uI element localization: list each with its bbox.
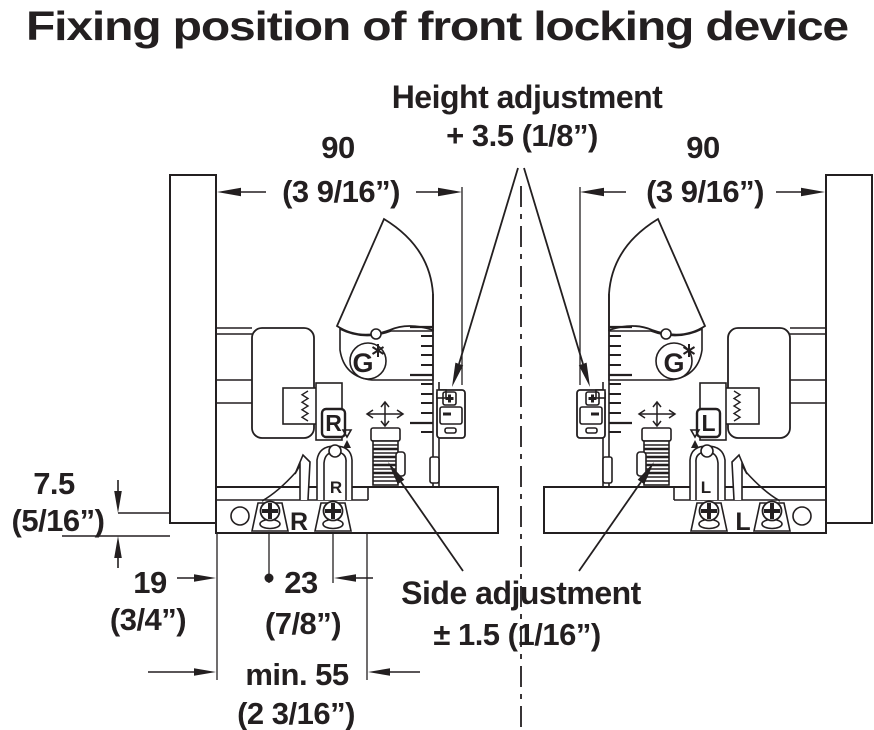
dimension-min-55 <box>148 668 420 676</box>
brand-logo-letter: G <box>663 348 684 378</box>
right-slide-code: L <box>701 410 715 436</box>
dimension-23 <box>264 573 373 583</box>
right-bracket-code: L <box>701 478 711 497</box>
brand-logo-left: G <box>352 344 385 378</box>
dim-23-inch: (7/8”) <box>265 606 341 641</box>
dim-90-right-inch: (3 9/16”) <box>646 174 764 209</box>
cabinet-panel <box>169 174 217 524</box>
dim-7-5-inch: (5/16”) <box>12 503 105 538</box>
brand-logo-letter: G <box>352 348 373 378</box>
right-base-code: L <box>735 508 750 536</box>
brand-logo-right: G <box>663 344 696 378</box>
left-slide-code: R <box>325 410 342 436</box>
height-adjustment-value: + 3.5 (1/8”) <box>446 118 598 153</box>
slide-code-badge <box>320 407 347 439</box>
page-title: Fixing position of front locking device <box>26 3 848 49</box>
left-bracket-code: R <box>330 478 342 497</box>
dim-55-mm: min. 55 <box>245 657 349 692</box>
runner-assembly-left <box>169 167 519 572</box>
dim-19-mm: 19 <box>133 565 167 600</box>
dimension-19 <box>177 574 216 582</box>
asterisk-icon <box>682 344 696 357</box>
height-adjustment-leader <box>452 167 519 387</box>
height-adjustment-label: Height adjustment <box>392 79 663 115</box>
left-base-code: R <box>290 508 308 536</box>
dimension-7-5 <box>62 480 170 568</box>
four-way-arrow-icon <box>365 400 405 428</box>
height-adjustment-block <box>429 389 466 484</box>
dim-23-mm: 23 <box>284 565 318 600</box>
dim-90-left-inch: (3 9/16”) <box>282 174 400 209</box>
dim-55-inch: (2 3/16”) <box>237 696 355 730</box>
side-adjustment-leader <box>388 462 464 572</box>
front-screws <box>251 500 352 532</box>
side-adjustment-label: Side adjustment <box>401 575 642 611</box>
dim-19-inch: (3/4”) <box>110 602 186 637</box>
dim-90-left-mm: 90 <box>321 130 354 165</box>
side-adjustment-value: ± 1.5 (1/16”) <box>433 617 600 652</box>
catch-bracket <box>261 429 353 502</box>
asterisk-icon <box>371 344 385 357</box>
pivot-hole <box>370 328 382 340</box>
dim-90-right-mm: 90 <box>686 130 719 165</box>
side-adjustment-wheel <box>370 427 406 486</box>
dim-7-5-mm: 7.5 <box>33 466 75 501</box>
